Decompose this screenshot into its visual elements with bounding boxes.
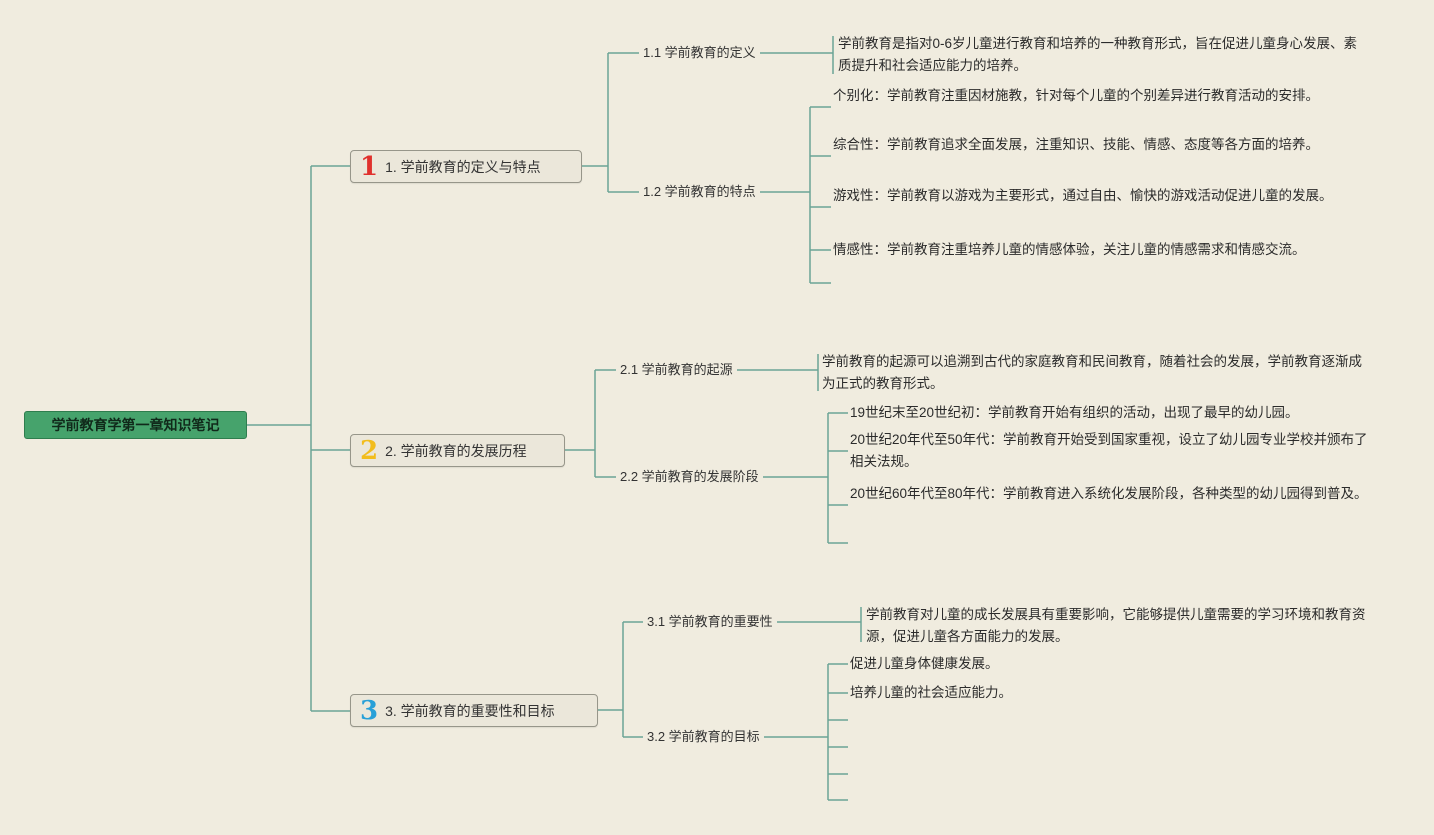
subtopic-3-2[interactable]: 3.2 学前教育的目标 bbox=[643, 728, 764, 746]
branch-label-1: 1. 学前教育的定义与特点 bbox=[385, 158, 541, 175]
leaf-3-2-2[interactable]: 培养儿童的社会适应能力。 bbox=[850, 685, 1012, 700]
leaf-2-2-1[interactable]: 19世纪末至20世纪初：学前教育开始有组织的活动，出现了最早的幼儿园。 bbox=[850, 405, 1299, 420]
leaf-2-2-3[interactable]: 20世纪60年代至80年代：学前教育进入系统化发展阶段，各种类型的幼儿园得到普及… bbox=[850, 486, 1368, 501]
branch-node-1[interactable]: 1 1. 学前教育的定义与特点 bbox=[350, 150, 582, 183]
leaf-3-1-1[interactable]: 学前教育对儿童的成长发展具有重要影响，它能够提供儿童需要的学习环境和教育资源，促… bbox=[866, 607, 1366, 644]
leaf-1-2-2[interactable]: 综合性：学前教育追求全面发展，注重知识、技能、情感、态度等各方面的培养。 bbox=[833, 137, 1319, 152]
subtopic-3-1[interactable]: 3.1 学前教育的重要性 bbox=[643, 613, 777, 631]
leaf-1-2-1[interactable]: 个别化：学前教育注重因材施教，针对每个儿童的个别差异进行教育活动的安排。 bbox=[833, 88, 1319, 103]
root-node[interactable]: 学前教育学第一章知识笔记 bbox=[24, 411, 247, 439]
leaf-2-2-2[interactable]: 20世纪20年代至50年代：学前教育开始受到国家重视，设立了幼儿园专业学校并颁布… bbox=[850, 432, 1368, 469]
subtopic-1-2[interactable]: 1.2 学前教育的特点 bbox=[639, 183, 760, 201]
leaf-1-2-4[interactable]: 情感性：学前教育注重培养儿童的情感体验，关注儿童的情感需求和情感交流。 bbox=[833, 242, 1306, 257]
branch-node-2[interactable]: 2 2. 学前教育的发展历程 bbox=[350, 434, 565, 467]
leaf-2-1-1[interactable]: 学前教育的起源可以追溯到古代的家庭教育和民间教育，随着社会的发展，学前教育逐渐成… bbox=[822, 354, 1362, 391]
leaf-1-1-1[interactable]: 学前教育是指对0-6岁儿童进行教育和培养的一种教育形式，旨在促进儿童身心发展、素… bbox=[838, 36, 1358, 73]
branch-number-2: 2 bbox=[360, 435, 379, 466]
branch-label-3: 3. 学前教育的重要性和目标 bbox=[385, 702, 555, 719]
branch-number-1: 1 bbox=[360, 151, 379, 182]
branch-label-2: 2. 学前教育的发展历程 bbox=[385, 442, 527, 459]
branch-node-3[interactable]: 3 3. 学前教育的重要性和目标 bbox=[350, 694, 598, 727]
branch-number-3: 3 bbox=[360, 695, 379, 726]
leaf-1-2-3[interactable]: 游戏性：学前教育以游戏为主要形式，通过自由、愉快的游戏活动促进儿童的发展。 bbox=[833, 188, 1333, 203]
leaf-3-2-1[interactable]: 促进儿童身体健康发展。 bbox=[850, 656, 999, 671]
subtopic-1-1[interactable]: 1.1 学前教育的定义 bbox=[639, 44, 760, 62]
subtopic-2-1[interactable]: 2.1 学前教育的起源 bbox=[616, 361, 737, 379]
subtopic-2-2[interactable]: 2.2 学前教育的发展阶段 bbox=[616, 468, 763, 486]
